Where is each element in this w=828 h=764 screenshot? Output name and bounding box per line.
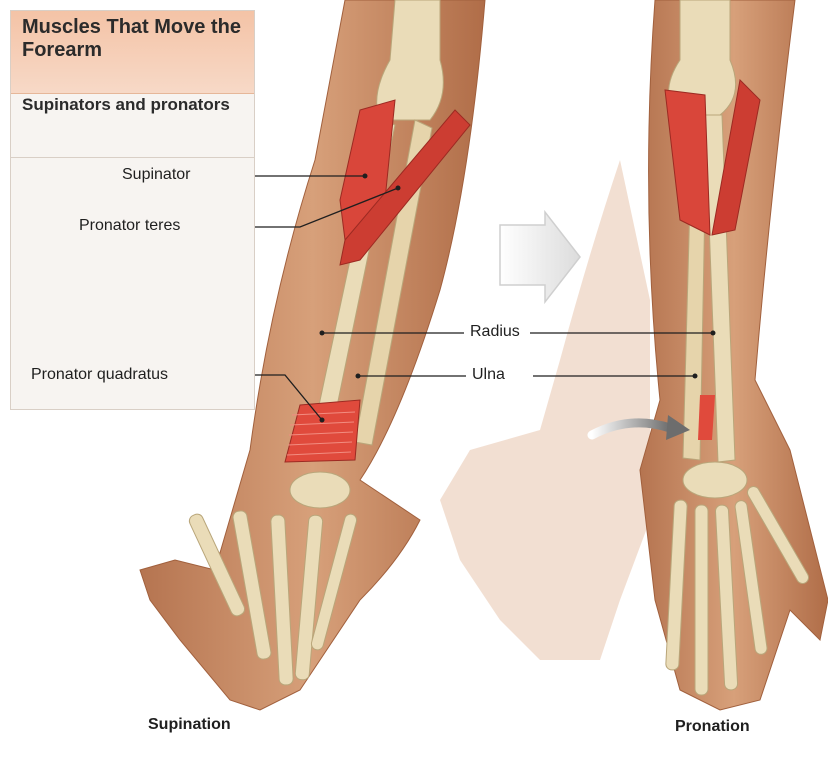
- caption-supination: Supination: [148, 716, 231, 734]
- panel-subtitle: Supinators and pronators: [22, 94, 242, 115]
- label-pronator-quadratus: Pronator quadratus: [31, 366, 168, 384]
- label-pronator-teres: Pronator teres: [79, 217, 180, 235]
- right-arm-pronation: [440, 0, 828, 710]
- panel-divider: [11, 157, 254, 158]
- label-radius: Radius: [470, 323, 520, 341]
- label-supinator: Supinator: [122, 166, 191, 184]
- caption-pronation: Pronation: [675, 718, 750, 736]
- info-panel: [10, 10, 255, 410]
- panel-title: Muscles That Move the Forearm: [22, 16, 242, 62]
- pronation-direction-arrow: [500, 212, 580, 302]
- label-ulna: Ulna: [472, 366, 505, 384]
